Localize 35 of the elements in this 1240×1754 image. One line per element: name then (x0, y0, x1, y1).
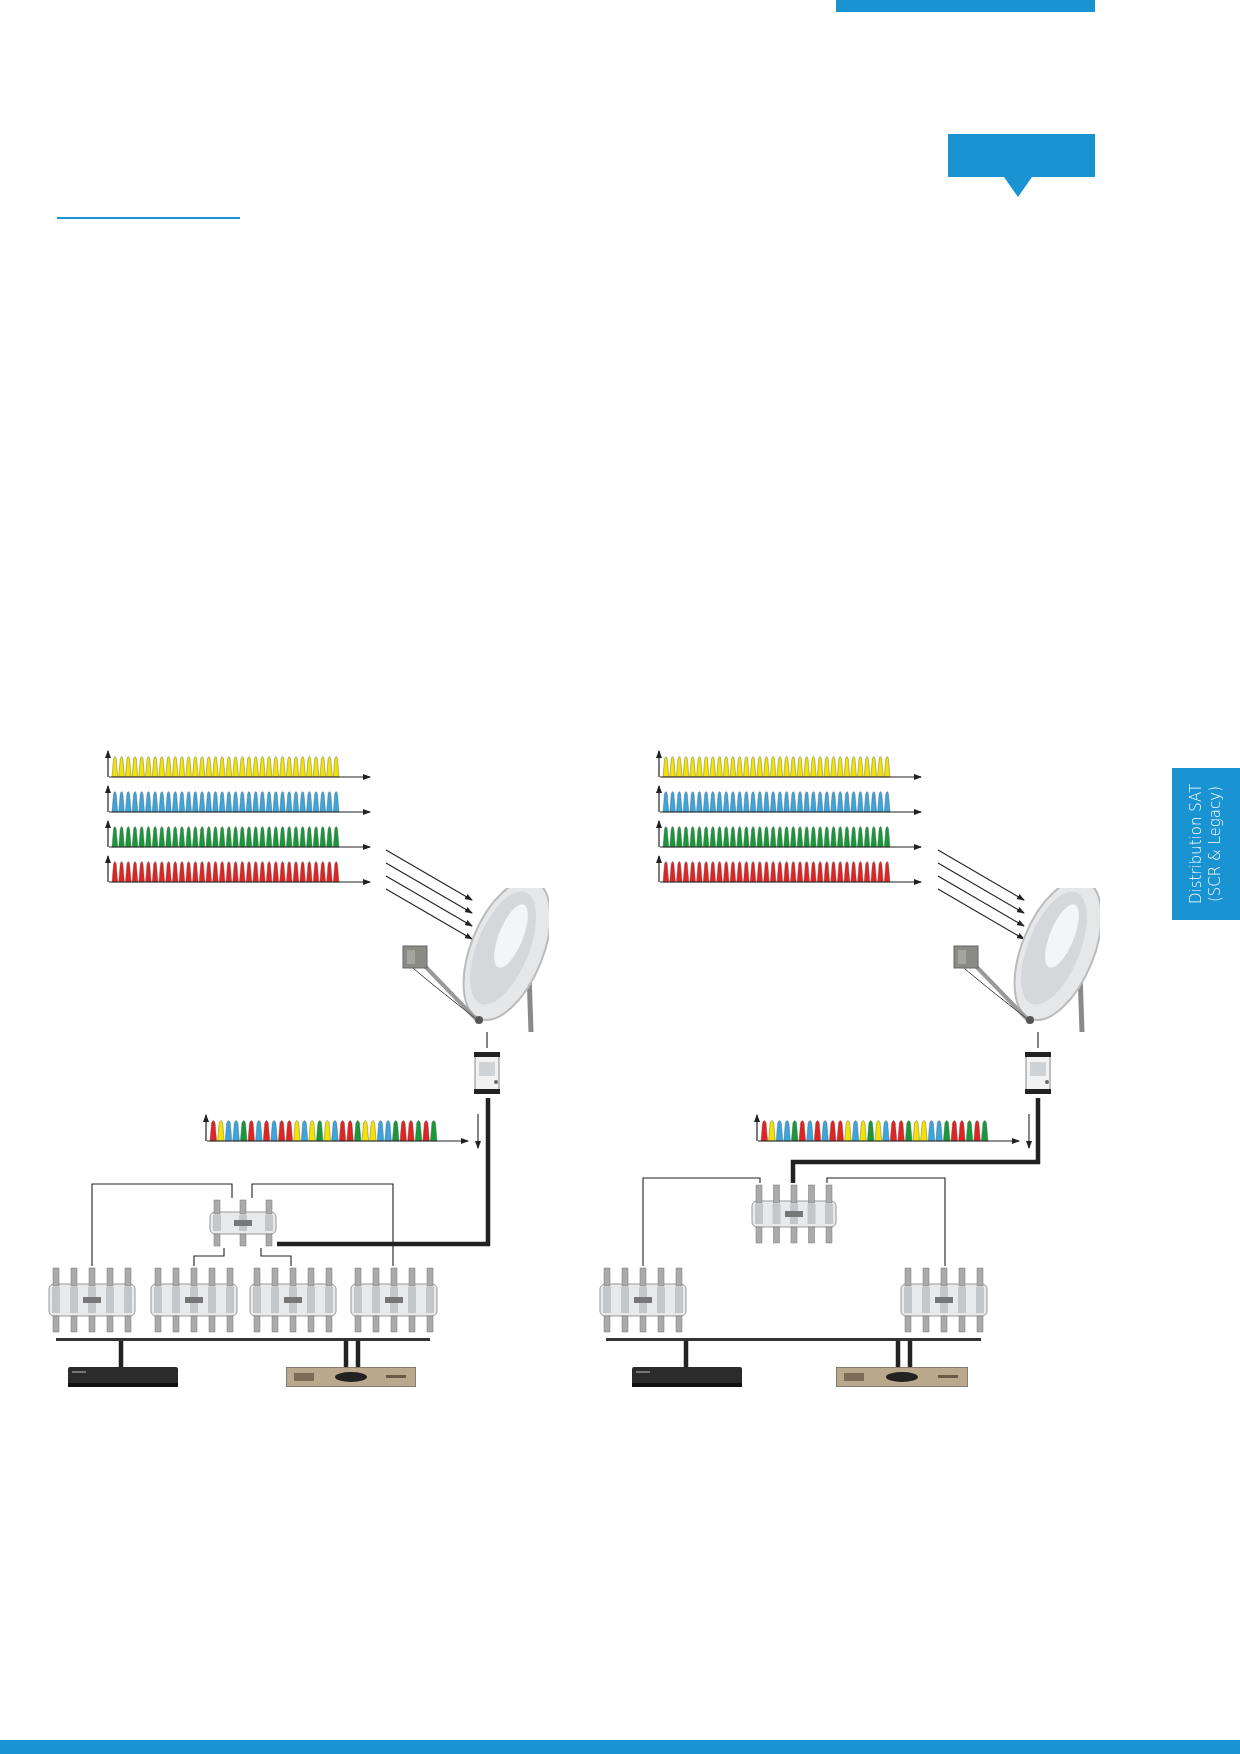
cable-line (91, 1183, 233, 1267)
cable-line (343, 1341, 349, 1367)
tab-label: Distribution SAT (SCR & Legacy) (1187, 782, 1225, 907)
cable-line (251, 1183, 394, 1267)
receiver-drawing (836, 1367, 968, 1387)
side-tab (1172, 768, 1240, 920)
multiswitch-drawing (350, 1266, 438, 1334)
satellite-dish-drawing (950, 888, 1100, 1032)
cable-line (642, 1177, 761, 1267)
bus-line (56, 1338, 430, 1341)
multiswitch-drawing (48, 1266, 136, 1334)
cable-line (118, 1341, 124, 1367)
cable-line (260, 1247, 292, 1267)
callout-marker (948, 134, 1095, 197)
cable-line (1037, 1031, 1039, 1049)
cable-line (895, 1341, 901, 1367)
cable-line (683, 1341, 689, 1367)
cable-line (277, 1098, 491, 1247)
cable-line (907, 1341, 913, 1367)
cable-line (486, 1031, 488, 1049)
receiver-drawing (286, 1367, 416, 1387)
cable-line (193, 1247, 225, 1267)
multiswitch-drawing (599, 1266, 687, 1334)
multiswitch-drawing (150, 1266, 238, 1334)
multiswitch-drawing (249, 1266, 337, 1334)
cable-line (355, 1341, 361, 1367)
cable-line (826, 1177, 946, 1267)
multiswitch-drawing (900, 1266, 988, 1334)
multiswitch-drawing (751, 1183, 837, 1245)
bus-line (606, 1338, 981, 1341)
receiver-drawing (632, 1367, 742, 1387)
cable-line (790, 1098, 1041, 1183)
receiver-drawing (68, 1367, 178, 1387)
splitter-drawing (209, 1198, 277, 1248)
satellite-dish-drawing (399, 888, 549, 1032)
